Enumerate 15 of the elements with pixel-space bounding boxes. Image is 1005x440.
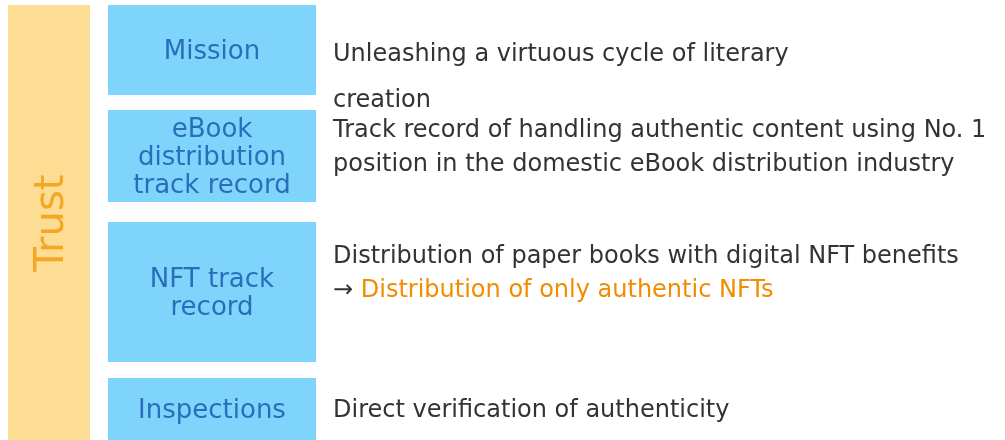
box-title: NFT track record bbox=[148, 264, 276, 320]
box-title: Mission bbox=[163, 36, 261, 64]
highlight-text: → Distribution of only authentic NFTs bbox=[333, 274, 775, 305]
description-text: Track record of handling authentic content using No. 1 position in the domestic eBook distribution industry bbox=[333, 114, 988, 179]
box-title: eBook distribution track record bbox=[132, 114, 292, 198]
category-box bbox=[108, 110, 316, 202]
category-band bbox=[8, 5, 90, 440]
category-box bbox=[108, 5, 316, 95]
description-text: Distribution of paper books with digital NFT benefits bbox=[333, 240, 960, 271]
description-text: Direct verification of authenticity bbox=[333, 394, 731, 425]
box-title: Inspections bbox=[138, 395, 286, 423]
category-box bbox=[108, 378, 316, 440]
category-box bbox=[108, 222, 316, 362]
description-text: Unleashing a virtuous cycle of literary creation bbox=[333, 38, 790, 115]
band-title: Trust bbox=[26, 174, 72, 271]
